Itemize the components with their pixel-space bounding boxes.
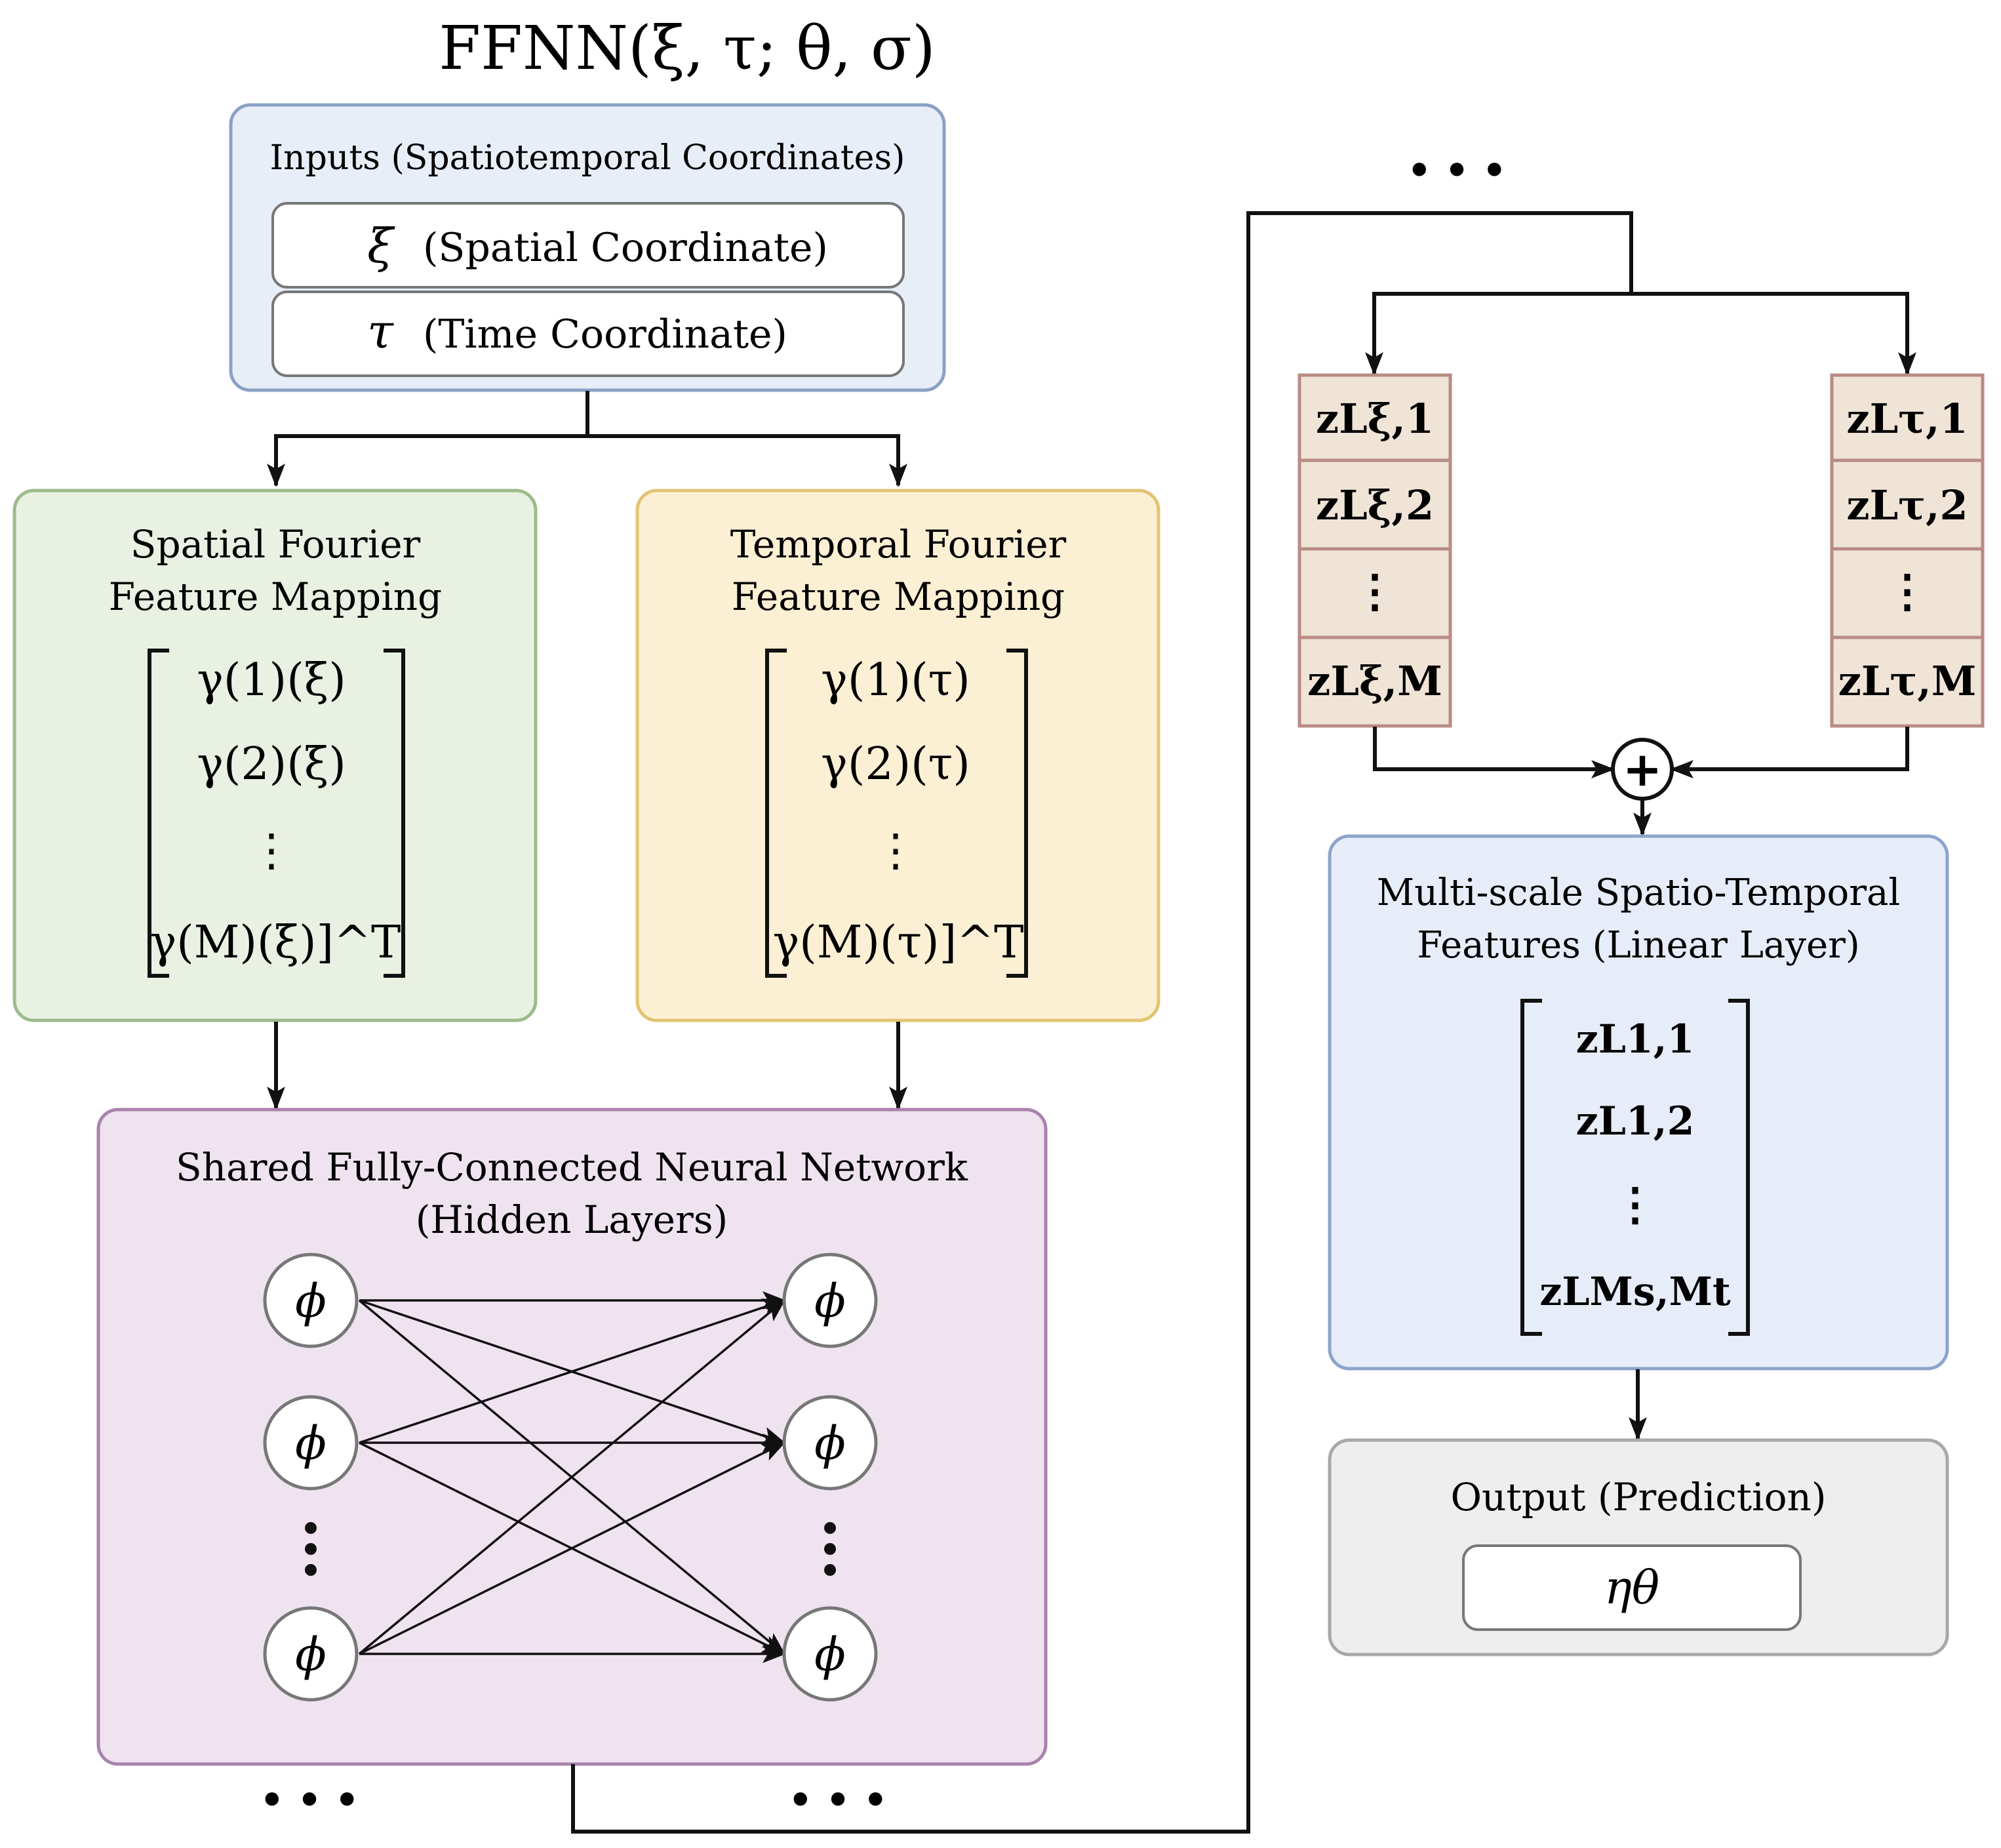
inputs-split-connector xyxy=(267,391,907,487)
node-symbol: ϕ xyxy=(814,1274,846,1328)
spatial-mapping-row-1: γ(1)(ξ) xyxy=(197,654,346,706)
output-value-field xyxy=(1462,1544,1802,1631)
spatial-mapping-title-2: Feature Mapping xyxy=(109,574,442,619)
multiscale-row-4: zLMs,Mt xyxy=(1539,1269,1731,1315)
ellipsis-bottom-left: • • • xyxy=(260,1778,359,1822)
spatial-coordinate-field xyxy=(271,202,905,289)
spatial-stack-cell-2: zLξ,2 xyxy=(1316,481,1434,529)
network-node-right-3: ϕ xyxy=(782,1606,878,1702)
diagram-title: FFNN(ξ, τ; θ, σ) xyxy=(439,13,935,83)
multiscale-row-3: ⋮ xyxy=(1613,1178,1657,1231)
spatial-mapping-frame xyxy=(12,489,538,1022)
temporal-stack-cell-3: ⋮ xyxy=(1885,565,1930,618)
network-title-2: (Hidden Layers) xyxy=(416,1197,728,1242)
spatial-stack-cell-4: zLξ,M xyxy=(1307,657,1442,705)
network-right-vertical-dots xyxy=(824,1522,836,1576)
temporal-fourier-mapping-box: Temporal Fourier Feature Mapping γ(1)(τ)… xyxy=(635,489,1160,1022)
temporal-stack-cell-2: zLτ,2 xyxy=(1846,481,1968,529)
spatial-stack-cell-1: zLξ,1 xyxy=(1316,395,1434,443)
ellipsis-bottom-middle: • • • xyxy=(788,1778,888,1822)
spatial-coordinate-label: (Spatial Coordinate) xyxy=(423,225,828,271)
spatial-mapping-row-3: ⋮ xyxy=(249,825,294,877)
spatial-mapping-row-4: γ(M)(ξ)]^T xyxy=(150,917,401,969)
multiscale-left-bracket xyxy=(1520,999,1542,1336)
spatial-fourier-mapping-box: Spatial Fourier Feature Mapping γ(1)(ξ) … xyxy=(12,489,538,1022)
multiscale-title-1: Multi-scale Spatio-Temporal xyxy=(1377,872,1901,914)
temporal-mapping-row-4: γ(M)(τ)]^T xyxy=(773,917,1024,969)
network-title-1: Shared Fully-Connected Neural Network xyxy=(176,1145,968,1190)
spatial-mapping-left-bracket xyxy=(148,649,169,978)
network-to-features-connector xyxy=(571,211,1916,1834)
mapping-to-network-arrows xyxy=(267,1022,907,1110)
spatial-coordinate-symbol: ξ xyxy=(367,218,395,273)
temporal-stack-cell-1: zLτ,1 xyxy=(1846,395,1968,443)
network-left-vertical-dots xyxy=(305,1522,317,1576)
multiscale-right-bracket xyxy=(1728,999,1750,1336)
temporal-mapping-title-1: Temporal Fourier xyxy=(730,522,1067,567)
node-symbol: ϕ xyxy=(295,1274,327,1328)
multiscale-row-1: zL1,1 xyxy=(1576,1016,1695,1062)
spatial-mapping-title-1: Spatial Fourier xyxy=(130,522,421,567)
network-node-right-2: ϕ xyxy=(782,1395,878,1491)
shared-network-box: Shared Fully-Connected Neural Network (H… xyxy=(96,1108,1048,1766)
time-coordinate-label: (Time Coordinate) xyxy=(423,311,787,357)
node-symbol: ϕ xyxy=(814,1416,846,1470)
temporal-mapping-row-2: γ(2)(τ) xyxy=(821,738,970,790)
time-coordinate-field xyxy=(271,291,905,377)
temporal-mapping-right-bracket xyxy=(1006,649,1028,978)
multiscale-row-2: zL1,2 xyxy=(1576,1098,1695,1144)
output-title: Output (Prediction) xyxy=(1450,1475,1826,1519)
network-node-left-2: ϕ xyxy=(263,1395,359,1491)
node-symbol: ϕ xyxy=(295,1628,327,1681)
ellipsis-top-right: • • • xyxy=(1407,148,1507,193)
temporal-mapping-left-bracket xyxy=(765,649,787,978)
spatial-stack-cell-3: ⋮ xyxy=(1353,565,1397,618)
node-symbol: ϕ xyxy=(814,1628,846,1681)
spatial-mapping-row-2: γ(2)(ξ) xyxy=(197,738,346,790)
network-node-left-1: ϕ xyxy=(263,1253,359,1348)
sum-symbol: + xyxy=(1623,742,1662,797)
temporal-mapping-title-2: Feature Mapping xyxy=(732,574,1065,619)
network-connections xyxy=(358,1291,786,1663)
sum-node: + xyxy=(1611,738,1674,801)
network-node-left-3: ϕ xyxy=(263,1606,359,1702)
temporal-feature-stack: zLτ,1 zLτ,2 ⋮ zLτ,M xyxy=(1830,373,1985,728)
spatial-feature-stack: zLξ,1 zLξ,2 ⋮ zLξ,M xyxy=(1298,373,1452,728)
spatial-mapping-right-bracket xyxy=(384,649,405,978)
multiscale-features-box: Multi-scale Spatio-Temporal Features (Li… xyxy=(1328,834,1949,1371)
temporal-mapping-row-3: ⋮ xyxy=(873,825,918,877)
node-symbol: ϕ xyxy=(295,1416,327,1470)
multiscale-title-2: Features (Linear Layer) xyxy=(1417,924,1859,967)
inputs-title: Inputs (Spatiotemporal Coordinates) xyxy=(270,138,905,178)
output-value: ηθ xyxy=(1604,1561,1659,1615)
time-coordinate-symbol: τ xyxy=(367,304,394,359)
temporal-stack-cell-4: zLτ,M xyxy=(1838,657,1977,705)
multiscale-frame xyxy=(1328,834,1949,1371)
output-box: Output (Prediction) ηθ xyxy=(1328,1438,1949,1657)
inputs-box: Inputs (Spatiotemporal Coordinates) ξ (S… xyxy=(229,103,946,392)
stacks-to-sum-connector xyxy=(1373,727,1909,836)
network-node-right-1: ϕ xyxy=(782,1253,878,1348)
temporal-mapping-row-1: γ(1)(τ) xyxy=(821,654,970,706)
